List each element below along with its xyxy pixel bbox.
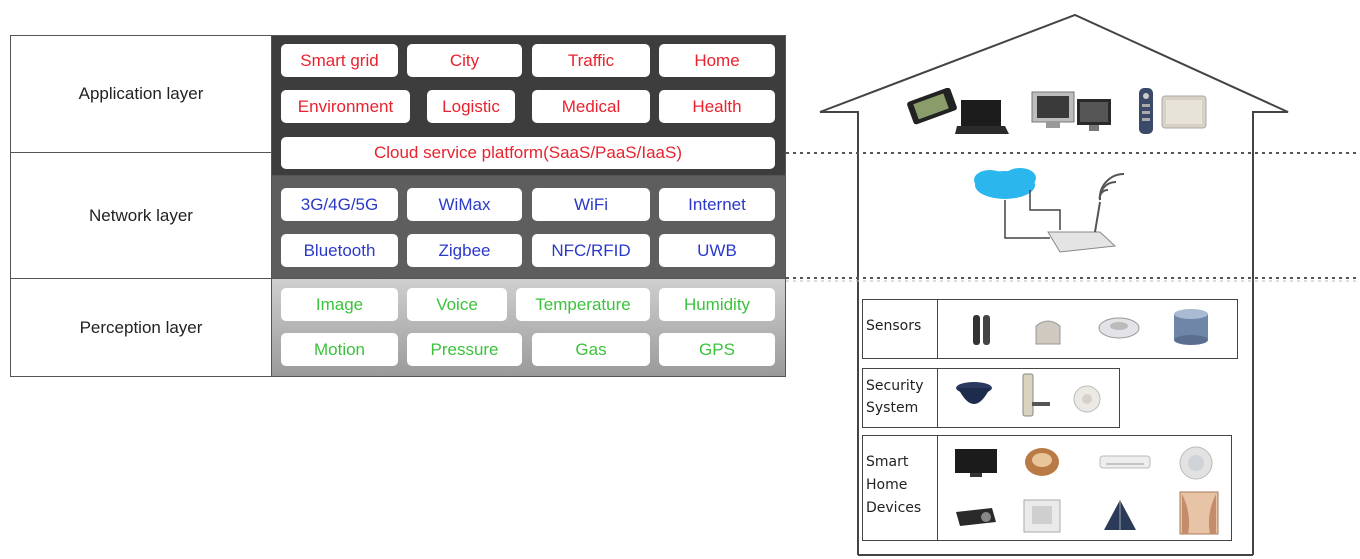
perception-layer-label: Perception layer [10, 278, 272, 377]
chip-zigbee: Zigbee [407, 234, 522, 267]
chip-health: Health [659, 90, 775, 123]
air-conditioner-icon [1099, 455, 1151, 469]
chip-motion: Motion [281, 333, 398, 366]
chip-uwb: UWB [659, 234, 775, 267]
cloud-icon [974, 168, 1036, 199]
chip-bluetooth: Bluetooth [281, 234, 398, 267]
sensor-disc-icon [1098, 317, 1140, 339]
projector-icon [956, 508, 996, 526]
camera-icon [956, 382, 992, 404]
chip-logistic: Logistic [427, 90, 515, 123]
sensor-bars-icon [973, 315, 990, 345]
chip-gps: GPS [659, 333, 775, 366]
devices-label-line2: Home [866, 477, 908, 493]
chip-cloud-platform: Cloud service platform(SaaS/PaaS/IaaS) [281, 137, 775, 169]
chip-voice: Voice [407, 288, 507, 321]
chip-pressure: Pressure [407, 333, 522, 366]
security-label-line2: System [866, 400, 919, 416]
chip-gas: Gas [532, 333, 650, 366]
monitor-icon [1077, 99, 1111, 131]
chip-environment: Environment [281, 90, 410, 123]
devices-label-line3: Devices [866, 500, 922, 516]
chip-nfc-rfid: NFC/RFID [532, 234, 650, 267]
door-lock-icon [1022, 373, 1050, 417]
chip-3g-4g-5g: 3G/4G/5G [281, 188, 398, 221]
remote-icon [1139, 88, 1153, 134]
network-layer-label: Network layer [10, 152, 272, 279]
chip-image: Image [281, 288, 398, 321]
security-label-cell [862, 368, 938, 428]
laptop-icon [955, 100, 1009, 134]
chip-temperature: Temperature [516, 288, 650, 321]
chip-wimax: WiMax [407, 188, 522, 221]
chip-humidity: Humidity [659, 288, 775, 321]
chip-city: City [407, 44, 522, 77]
chip-wifi: WiFi [532, 188, 650, 221]
sensors-label: Sensors [866, 318, 922, 334]
tablet-icon [907, 88, 957, 125]
vent-icon [1023, 499, 1061, 533]
application-layer-label: Application layer [10, 35, 272, 153]
desktop-icon [1031, 91, 1075, 128]
security-label-line1: Security [866, 378, 924, 394]
chip-smart-grid: Smart grid [281, 44, 398, 77]
lamp-icon [1025, 448, 1059, 476]
solar-panel-icon [1104, 500, 1136, 530]
devices-label-cell [862, 435, 938, 541]
chip-internet: Internet [659, 188, 775, 221]
sensor-cube-icon [1035, 320, 1061, 345]
curtain-icon [1179, 491, 1219, 535]
chip-home: Home [659, 44, 775, 77]
wifi-signal-icon [1098, 172, 1125, 201]
tv-icon [955, 449, 997, 477]
sensor-cylinder-icon [1174, 309, 1208, 345]
sensors-label-cell [862, 299, 938, 359]
network-illustration [974, 168, 1125, 253]
chip-medical: Medical [532, 90, 650, 123]
ceiling-speaker-icon [1179, 446, 1213, 480]
router-icon [1047, 201, 1117, 253]
smoke-detector-icon [1073, 385, 1101, 413]
devices-label-line1: Smart [866, 454, 909, 470]
speaker-icon [1161, 95, 1207, 129]
chip-traffic: Traffic [532, 44, 650, 77]
